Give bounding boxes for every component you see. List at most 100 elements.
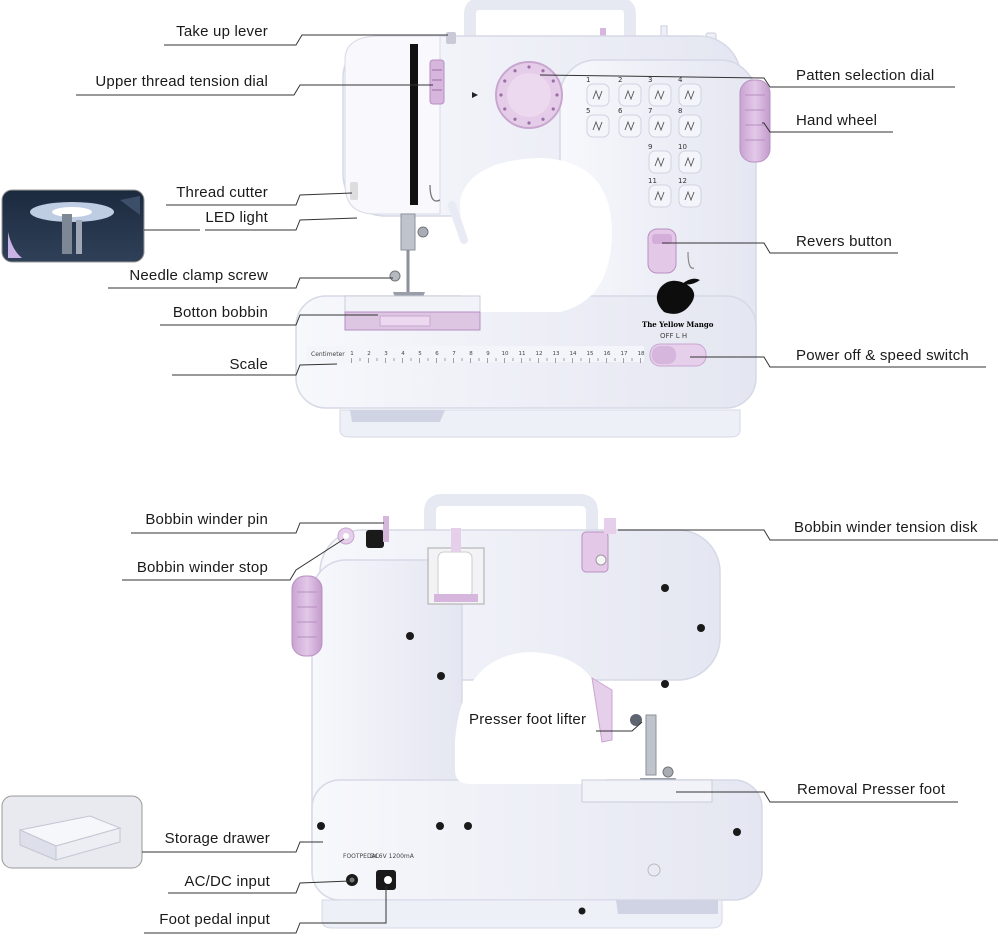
pattern-number: 6: [618, 107, 623, 115]
scale-number: 15: [587, 351, 594, 357]
scale-number: 18: [638, 351, 645, 357]
stitch-glyph: [592, 120, 603, 132]
leader-line: [160, 314, 378, 326]
carry-handle: [464, 0, 636, 45]
pattern-number: 10: [678, 143, 687, 151]
needle-clamp: [400, 213, 416, 251]
label-ac-dc-input: AC/DC input: [184, 873, 270, 890]
leader-line: [539, 74, 955, 88]
pattern-cell: [586, 83, 610, 107]
leader-line: [76, 84, 433, 96]
scale-caption: Centimeter: [311, 351, 345, 358]
label-bobbin-winder-stop: Bobbin winder stop: [136, 559, 268, 576]
pattern-cell: [678, 114, 702, 138]
leader-line: [690, 356, 986, 368]
stitch-glyph: [654, 120, 665, 132]
label-thread-cutter: Thread cutter: [176, 184, 268, 201]
scale-number: 7: [452, 351, 456, 357]
pattern-number: 4: [678, 76, 683, 84]
stitch-glyph: [684, 190, 695, 202]
leader-line: [676, 791, 958, 803]
led-light-inset: [1, 189, 145, 263]
label-foot-pedal-input: Foot pedal input: [159, 911, 270, 928]
leader-line: [122, 538, 345, 581]
dial-mark: [503, 107, 507, 111]
stitch-glyph: [624, 120, 635, 132]
stitch-glyph: [654, 190, 665, 202]
leader-line: [205, 217, 358, 231]
leader-line: [168, 880, 351, 894]
pattern-cell: [678, 83, 702, 107]
pattern-number: 5: [586, 107, 590, 115]
scale-number: 4: [401, 351, 405, 357]
label-power-off-speed-switch: Power off & speed switch: [796, 347, 969, 364]
bobbin-winder-tension-disk: [581, 531, 609, 573]
stitch-glyph: [624, 89, 635, 101]
pattern-cell: [648, 184, 672, 208]
dial-mark: [555, 93, 559, 97]
stitch-glyph: [684, 156, 695, 168]
scale-number: 3: [384, 351, 388, 357]
leader-line: [152, 841, 323, 853]
label-needle-clamp-screw: Needle clamp screw: [129, 267, 268, 284]
scale-number: 16: [604, 351, 611, 357]
throat-opening: [460, 158, 612, 312]
pattern-number: 2: [618, 76, 622, 84]
label-upper-thread-tension-dial: Upper thread tension dial: [95, 73, 268, 90]
dial-mark: [527, 65, 531, 69]
label-scale: Scale: [229, 356, 268, 373]
label-storage-drawer: Storage drawer: [164, 830, 270, 847]
scale-number: 9: [486, 351, 490, 357]
pattern-cell: [618, 114, 642, 138]
label-bobbin-winder-pin: Bobbin winder pin: [145, 511, 268, 528]
leader-line: [108, 277, 393, 289]
pattern-cell: [648, 150, 672, 174]
stitch-glyph: [684, 89, 695, 101]
pattern-number: 8: [678, 107, 682, 115]
scale-number: 11: [519, 351, 526, 357]
dial-mark: [551, 79, 555, 83]
pattern-cell: [586, 114, 610, 138]
label-presser-foot-lifter: Presser foot lifter: [469, 711, 587, 728]
dial-mark: [513, 69, 517, 73]
scale-number: 14: [570, 351, 577, 357]
switch-text: OFF L H: [660, 332, 687, 340]
dial-mark: [513, 117, 517, 121]
label-bobbin-winder-tension-disk: Bobbin winder tension disk: [794, 519, 978, 536]
pattern-number: 11: [648, 177, 657, 185]
label-revers-button: Revers button: [796, 233, 892, 250]
dial-mark: [541, 117, 545, 121]
pattern-number: 7: [648, 107, 652, 115]
storage-drawer-inset: [1, 795, 143, 869]
leader-line: [164, 34, 448, 46]
label-led-light: LED light: [205, 209, 268, 226]
label-patten-selection-dial: Patten selection dial: [796, 67, 935, 84]
pattern-cell: [648, 114, 672, 138]
tension-dial: [429, 59, 445, 105]
scale-number: 17: [621, 351, 628, 357]
leader-line: [762, 122, 893, 133]
dial-mark: [541, 69, 545, 73]
brand-text: The Yellow Mango: [642, 320, 714, 329]
pattern-number: 3: [648, 76, 652, 84]
pattern-cell: [618, 83, 642, 107]
pattern-number: 1: [586, 76, 590, 84]
pattern-cell: [678, 184, 702, 208]
stitch-glyph: [654, 89, 665, 101]
scale-number: 10: [502, 351, 509, 357]
stitch-glyph: [684, 120, 695, 132]
dial-mark: [527, 121, 531, 125]
scale-number: 13: [553, 351, 560, 357]
scale-number: 1: [350, 351, 354, 357]
leader-line: [172, 363, 338, 376]
port-dc-text: DC6V 1200mA: [370, 853, 415, 860]
scale-number: 6: [435, 351, 439, 357]
dial-mark: [551, 107, 555, 111]
label-botton-bobbin: Botton bobbin: [172, 304, 268, 321]
mango-logo: [656, 280, 695, 314]
pattern-number: 9: [648, 143, 652, 151]
leader-line: [166, 192, 353, 206]
